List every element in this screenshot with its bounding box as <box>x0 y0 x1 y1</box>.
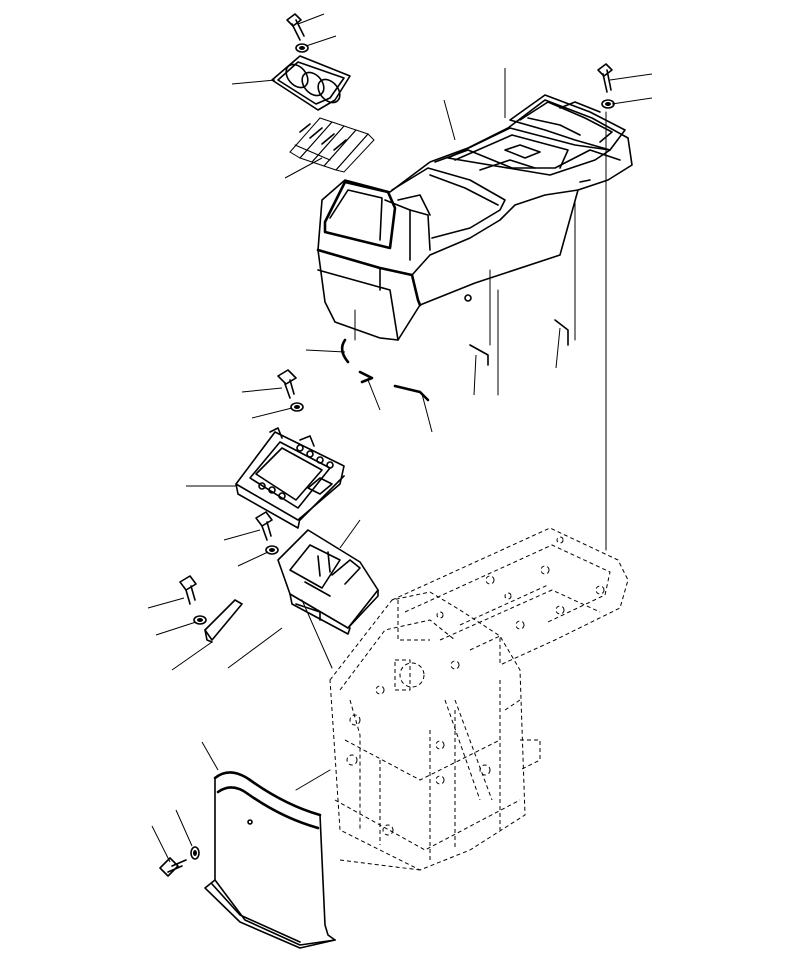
bolt-top-right <box>597 63 613 93</box>
bracket-plate <box>235 427 345 529</box>
bolt-mid-1 <box>277 369 297 399</box>
washer-mid-3 <box>193 615 207 625</box>
label-strips <box>289 117 375 173</box>
bolt-mid-3 <box>179 575 197 605</box>
washer-bottom <box>190 846 200 860</box>
console-cover <box>316 94 633 341</box>
clip-curved <box>340 338 350 364</box>
washer-mid-1 <box>290 402 304 412</box>
stud-2 <box>554 319 569 346</box>
washer-top-left <box>295 43 309 53</box>
clip-l-1 <box>358 370 374 384</box>
alignment-lines <box>295 111 607 791</box>
stud-1 <box>469 344 489 366</box>
leader-lines <box>147 13 653 863</box>
controller-box <box>277 529 379 635</box>
gasket-plate <box>271 55 351 111</box>
washer-mid-2 <box>265 545 279 555</box>
bolt-mid-2 <box>255 511 273 541</box>
stay <box>204 599 243 643</box>
bolt-bottom <box>159 857 187 877</box>
bolt-top-left <box>286 13 305 41</box>
frame-outline <box>329 527 629 871</box>
clip-l-2 <box>393 384 430 402</box>
front-cover <box>204 771 336 949</box>
washer-top-right <box>601 99 615 109</box>
